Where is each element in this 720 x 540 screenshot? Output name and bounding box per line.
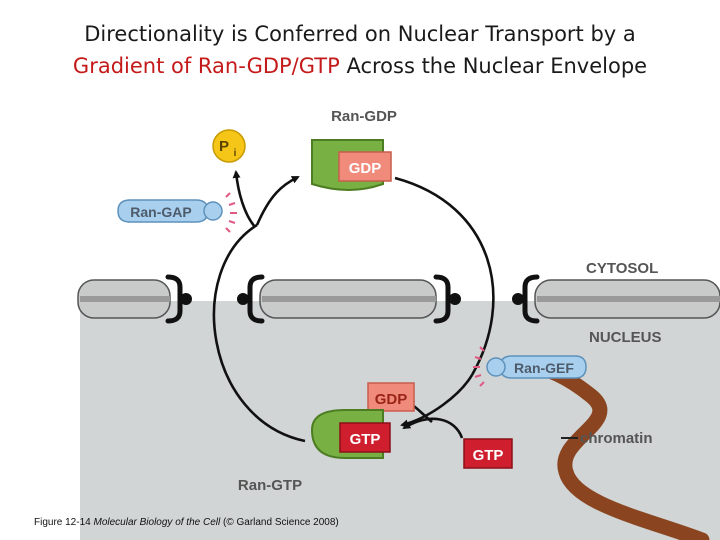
- nuclear-pore-right: [433, 274, 540, 324]
- gdp-bound-box: [338, 151, 392, 182]
- pi-release-arrow: [232, 170, 257, 228]
- gtp-bound-text: GTP: [350, 431, 381, 448]
- ran-gtp-protein: [310, 409, 391, 459]
- export-arrowhead-path: [255, 175, 300, 226]
- cycle-arrows: [212, 170, 495, 443]
- gdp-released-box: [367, 382, 415, 412]
- title-rest: Across the Nuclear Envelope: [339, 54, 648, 78]
- chromatin-label: chromatin: [580, 430, 653, 447]
- slide-title: Directionality is Conferred on Nuclear T…: [0, 18, 720, 82]
- nucleus-label: NUCLEUS: [589, 329, 662, 346]
- ran-gef-text: Ran-GEF: [514, 360, 574, 376]
- caption-suffix: (© Garland Science 2008): [220, 517, 339, 528]
- cytosol-label: CYTOSOL: [586, 260, 658, 277]
- gtp-bound-box: [339, 422, 391, 453]
- caption-book: Molecular Biology of the Cell: [93, 517, 221, 528]
- ran-gdp-label: Ran-GDP: [331, 108, 397, 125]
- title-line-1: Directionality is Conferred on Nuclear T…: [84, 22, 636, 46]
- gtp-free-text: GTP: [473, 447, 504, 464]
- import-arc: [394, 176, 495, 376]
- ran-gef-protein: [473, 346, 587, 387]
- gdp-mid-text: GDP: [375, 391, 408, 408]
- ran-gtp-label: Ran-GTP: [238, 477, 302, 494]
- caption-prefix: Figure 12-14: [34, 517, 94, 528]
- ran-gap-text: Ran-GAP: [130, 204, 191, 220]
- figure-caption: Figure 12-14 Molecular Biology of the Ce…: [34, 517, 339, 528]
- pi-subscript: i: [234, 148, 237, 159]
- chromatin-fiber: [533, 360, 710, 540]
- phosphate-pi: [212, 129, 246, 163]
- pi-text: P: [219, 138, 229, 155]
- gdp-top-text: GDP: [349, 160, 382, 177]
- ran-gdp-protein: [311, 139, 392, 191]
- gtp-free-box: [463, 438, 513, 469]
- ran-gap-protein: [117, 192, 237, 233]
- title-highlight: Gradient of Ran-GDP/GTP: [72, 54, 340, 78]
- nucleus-region: [80, 301, 720, 540]
- gtp-binding-arrow: [402, 417, 464, 439]
- export-arc: [212, 223, 306, 443]
- nuclear-pore-left: [165, 274, 265, 324]
- title-line-2: Gradient of Ran-GDP/GTP Across the Nucle…: [0, 50, 720, 82]
